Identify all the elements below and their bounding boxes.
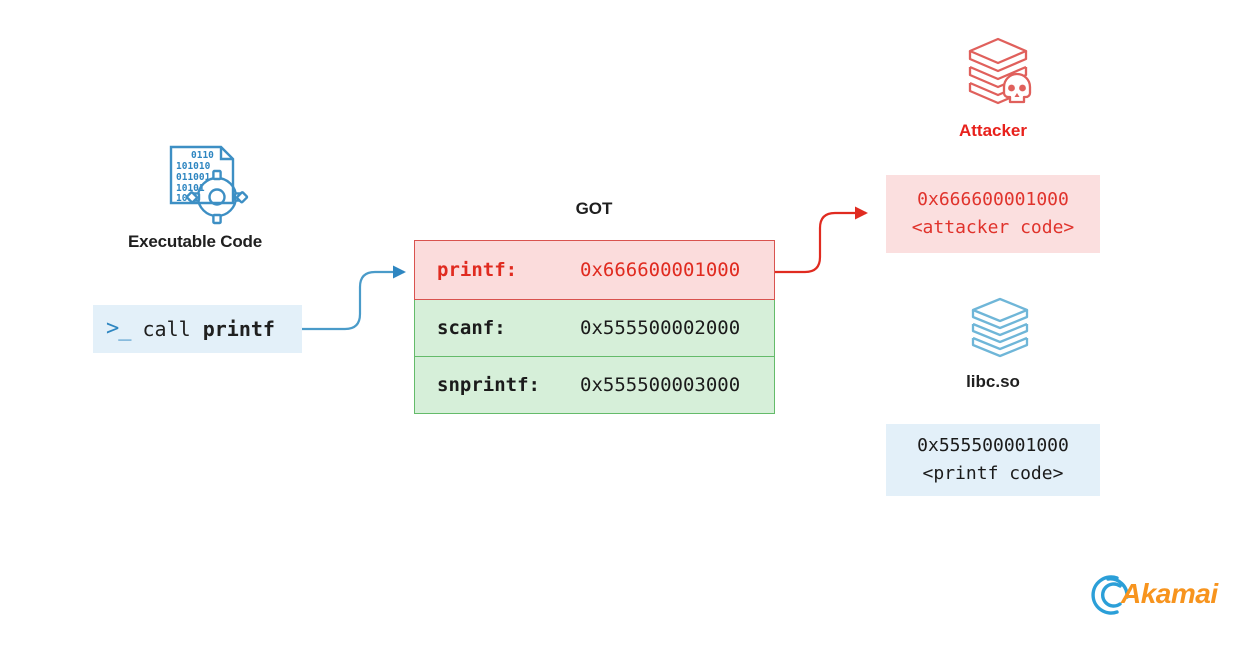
layers-stack-icon — [965, 294, 1035, 366]
call-keyword: call — [142, 317, 203, 341]
call-instruction-text: call printf — [143, 317, 275, 341]
table-row: scanf: 0x555500002000 — [414, 300, 775, 357]
layers-skull-icon — [958, 33, 1042, 115]
libc-code-label: <printf code> — [922, 463, 1064, 484]
svg-text:0110: 0110 — [191, 150, 214, 161]
got-to-attacker-arrow — [775, 206, 868, 274]
binary-document-gear-icon: 0110 101010 011001 10101 1011 — [163, 143, 249, 225]
got-address: 0x555500003000 — [580, 374, 741, 396]
terminal-prompt-icon: >_ — [106, 316, 131, 341]
akamai-swoosh-icon — [1091, 575, 1129, 615]
svg-text:011001: 011001 — [176, 172, 211, 183]
svg-text:101010: 101010 — [176, 161, 211, 172]
attacker-label: Attacker — [958, 121, 1028, 140]
got-title: GOT — [575, 199, 613, 218]
akamai-logo: Akamai — [1087, 572, 1218, 618]
executable-code-label: Executable Code — [128, 232, 262, 251]
libc-label: libc.so — [966, 372, 1020, 391]
svg-text:10101: 10101 — [176, 183, 205, 194]
got-table: printf: 0x666600001000 scanf: 0x55550000… — [414, 240, 775, 414]
got-address: 0x666600001000 — [580, 259, 741, 281]
got-symbol: printf: — [437, 259, 518, 281]
got-symbol: snprintf: — [437, 374, 540, 396]
libc-code-box: 0x555500001000 <printf code> — [886, 424, 1100, 496]
call-to-got-arrow — [302, 265, 406, 331]
got-symbol: scanf: — [437, 317, 506, 339]
libc-code-address: 0x555500001000 — [917, 435, 1069, 457]
call-instruction-box: >_ call printf — [93, 305, 302, 353]
got-address: 0x555500002000 — [580, 317, 741, 339]
table-row: printf: 0x666600001000 — [414, 240, 775, 300]
attacker-code-box: 0x666600001000 <attacker code> — [886, 175, 1100, 253]
attacker-code-address: 0x666600001000 — [917, 189, 1069, 211]
table-row: snprintf: 0x555500003000 — [414, 357, 775, 414]
call-symbol: printf — [202, 317, 275, 341]
attacker-code-label: <attacker code> — [911, 217, 1075, 238]
akamai-wordmark: Akamai — [1121, 578, 1218, 609]
